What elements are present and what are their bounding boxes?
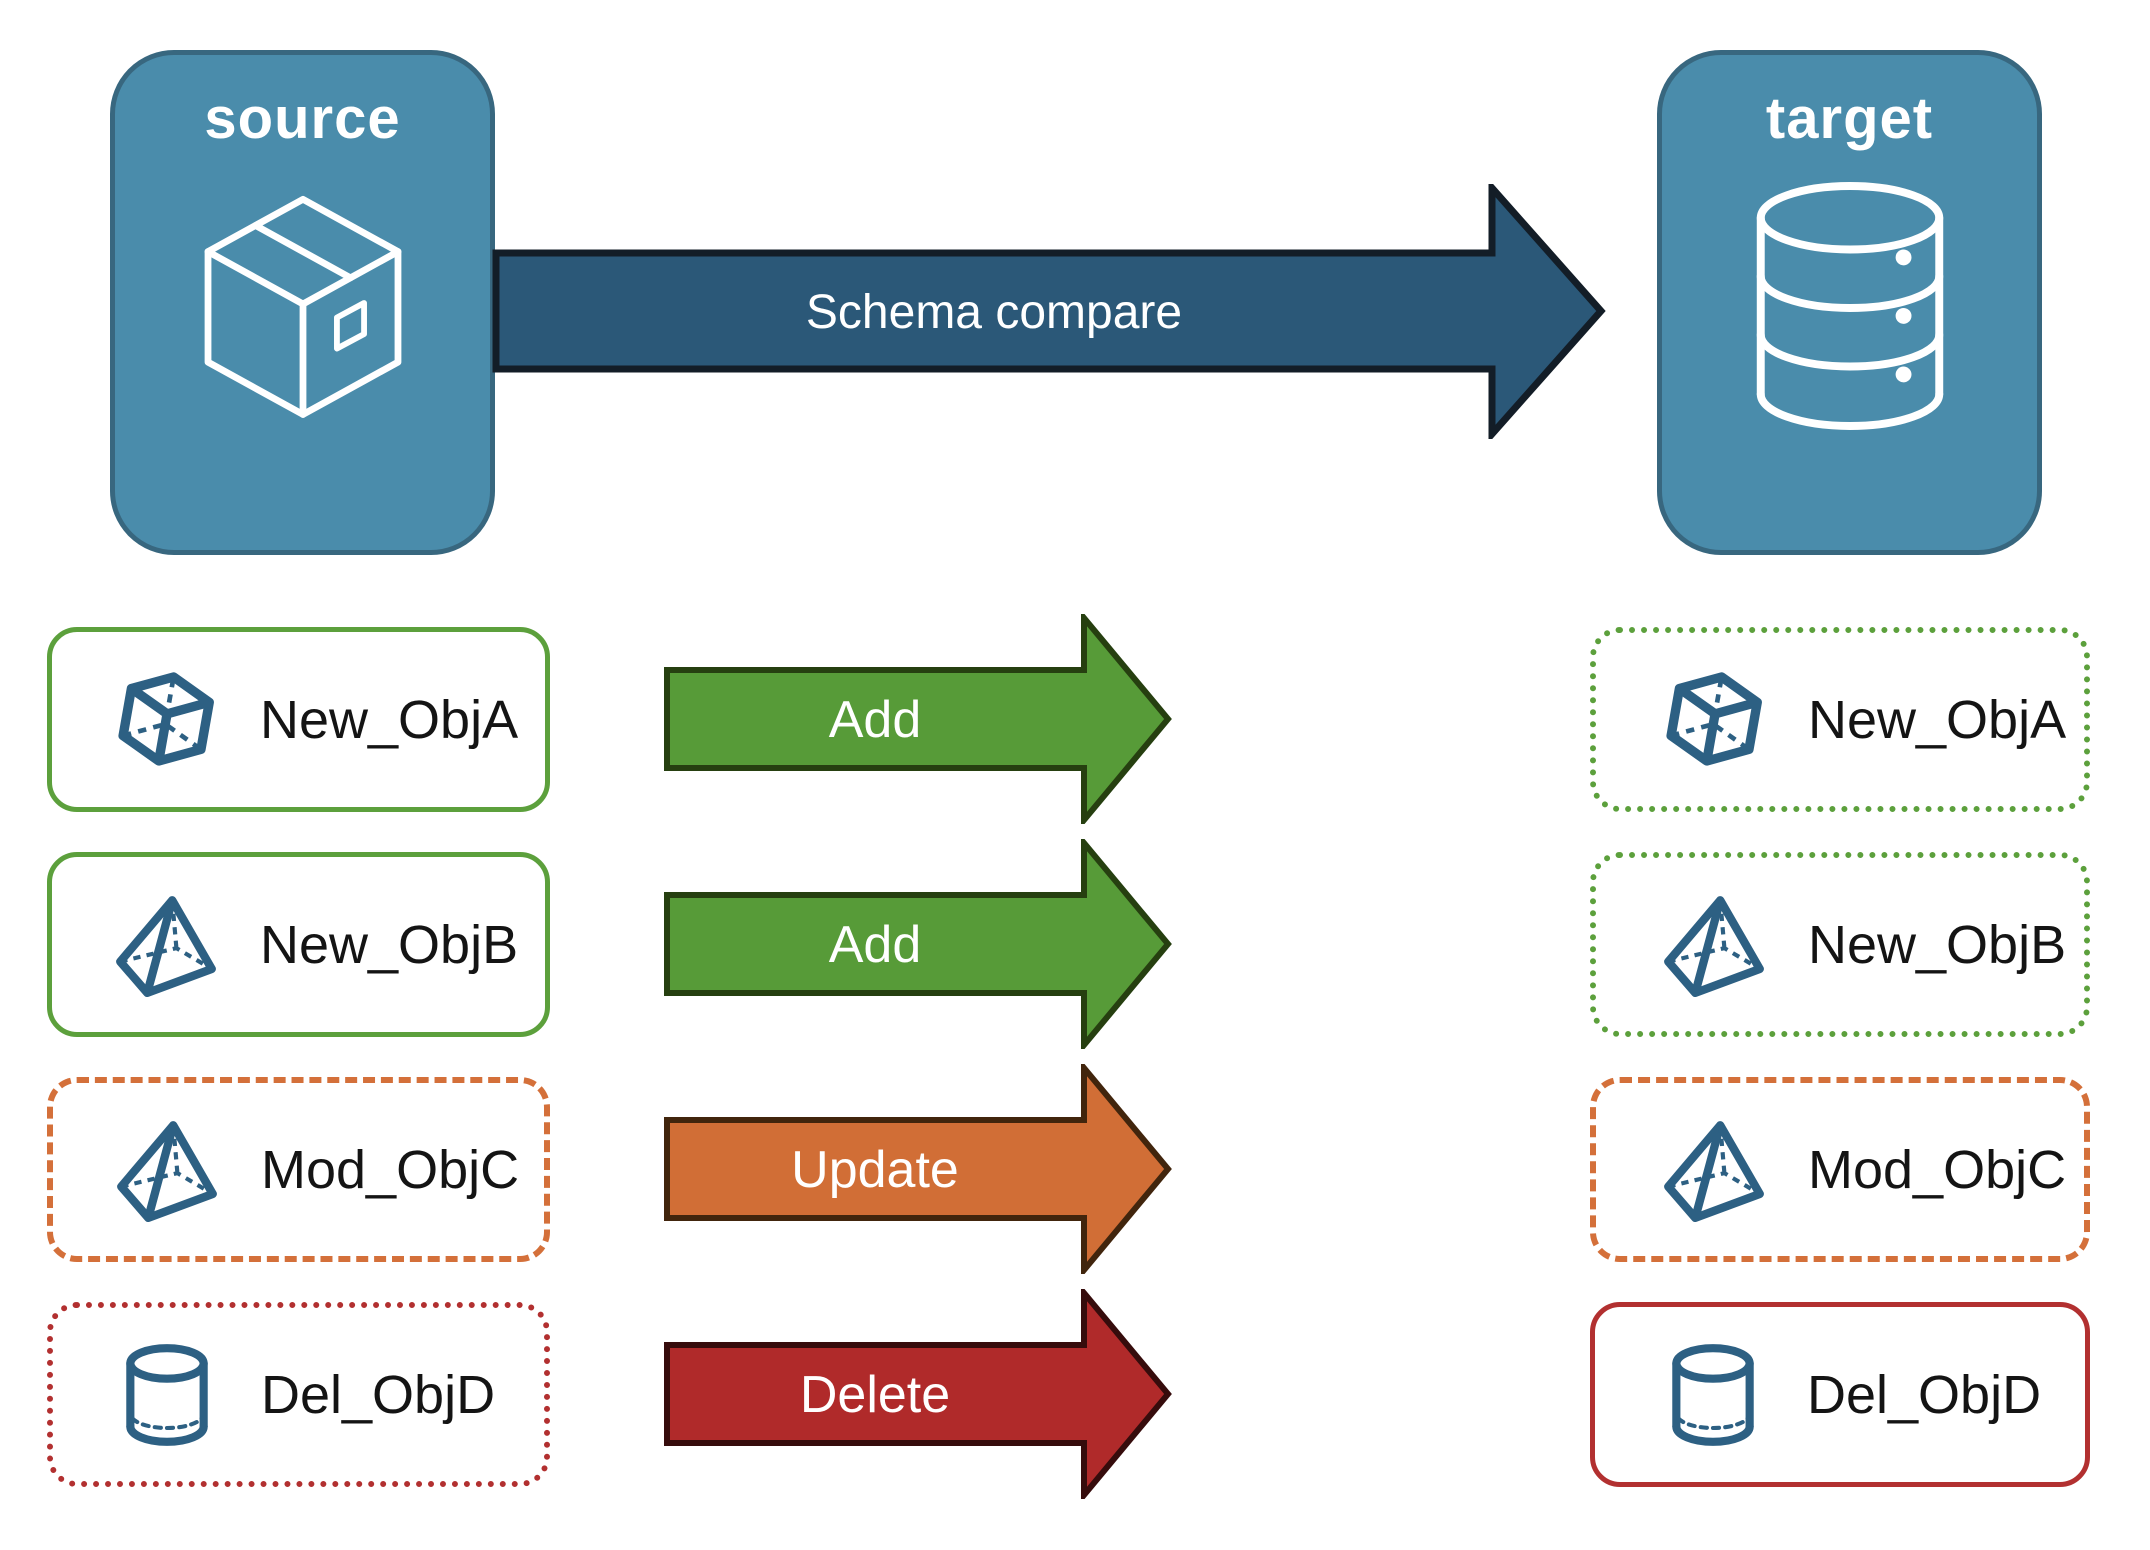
schema-compare-arrow: Schema compare [492,184,1606,439]
object-box-target: New_ObjB [1590,852,2090,1037]
package-box-icon [177,172,429,434]
object-label: Del_ObjD [261,1364,496,1425]
object-box-target: Del_ObjD [1590,1302,2090,1487]
delete-arrow: Delete [664,1289,1172,1499]
pyramid-icon [114,889,218,1001]
object-label: New_ObjB [1808,914,2067,975]
cylinder-icon [1661,1339,1765,1451]
object-box-source: Mod_ObjC [47,1077,550,1262]
pyramid-icon [1662,1114,1766,1226]
cube-icon [1662,664,1766,776]
object-label: Del_ObjD [1807,1364,2042,1425]
cube-icon [114,664,218,776]
object-box-target: Mod_ObjC [1590,1077,2090,1262]
object-label: New_ObjA [260,689,519,750]
cylinder-icon [115,1339,219,1451]
add-arrow-shape [664,839,1172,1049]
add-arrow-label: Add [829,916,922,974]
delete-arrow-shape [664,1289,1172,1499]
object-label: Mod_ObjC [1808,1139,2067,1200]
object-box-source: New_ObjA [47,627,550,812]
update-arrow-shape [664,1064,1172,1274]
schema-compare-label: Schema compare [806,286,1182,339]
source-node: source [110,50,495,555]
object-label: New_ObjB [260,914,519,975]
object-box-source: Del_ObjD [47,1302,550,1487]
add-arrow: Add [664,839,1172,1049]
object-label: New_ObjA [1808,689,2067,750]
pyramid-icon [115,1114,219,1226]
pyramid-icon [1662,889,1766,1001]
target-title: target [1765,86,1934,151]
update-arrow: Update [664,1064,1172,1274]
update-arrow-label: Update [791,1141,959,1199]
schema-compare-arrow-shape [492,184,1606,439]
object-box-source: New_ObjB [47,852,550,1037]
object-label: Mod_ObjC [261,1139,520,1200]
add-arrow-shape [664,614,1172,824]
database-icon [1731,172,1969,440]
source-title: source [204,86,401,151]
target-node: target [1657,50,2042,555]
delete-arrow-label: Delete [800,1366,950,1424]
add-arrow: Add [664,614,1172,824]
add-arrow-label: Add [829,691,922,749]
object-box-target: New_ObjA [1590,627,2090,812]
